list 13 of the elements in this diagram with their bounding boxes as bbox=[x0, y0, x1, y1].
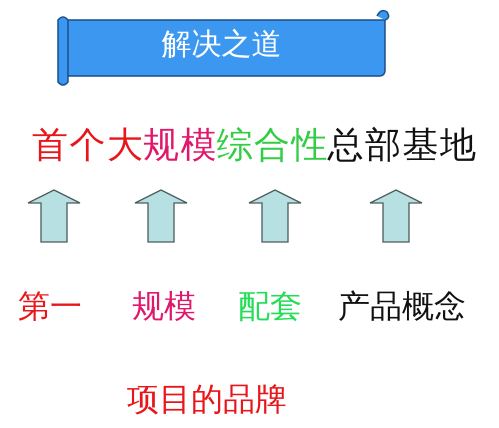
note-text: 项目的品牌 bbox=[127, 383, 287, 415]
factor-text: 第一 bbox=[18, 290, 82, 322]
factor-text: 配套 bbox=[238, 290, 302, 322]
banner-title: 解决之道 bbox=[162, 30, 282, 60]
block-arrow bbox=[248, 189, 302, 243]
block-arrow bbox=[134, 189, 188, 243]
block-arrow bbox=[27, 189, 81, 243]
headline-text: 首个大 bbox=[32, 128, 144, 164]
factor-text: 规模 bbox=[132, 290, 196, 322]
factor-text: 产品概念 bbox=[338, 290, 466, 322]
headline-text: 规模 bbox=[143, 128, 218, 164]
headline-text: 总部基地 bbox=[328, 128, 478, 164]
block-arrow bbox=[369, 189, 423, 243]
